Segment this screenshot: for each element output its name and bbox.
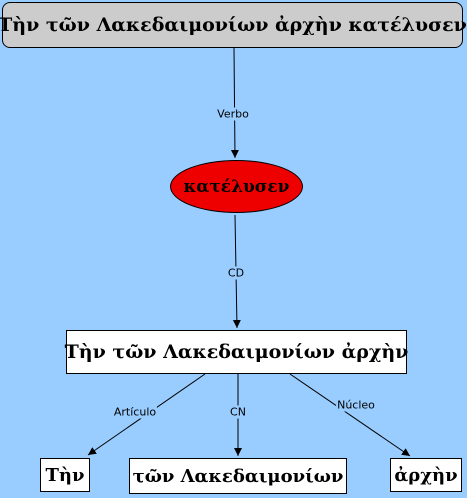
edge-label-cd: CD [226, 266, 246, 280]
node-article[interactable]: Τὴν [40, 458, 90, 492]
node-noun-complement[interactable]: τῶν Λακεδαιμονίων [129, 458, 347, 494]
edge-label-cn: CN [229, 405, 247, 419]
edge-label-nucleo: Núcleo [336, 398, 376, 412]
edge-label-articulo: Artículo [112, 405, 158, 419]
node-sentence[interactable]: Τὴν τῶν Λακεδαιμονίων ἀρχὴν κατέλυσεν [0, 2, 467, 48]
node-direct-object[interactable]: Τὴν τῶν Λακεδαιμονίων ἀρχὴν [65, 330, 408, 374]
node-nucleus[interactable]: ἀρχὴν [390, 458, 462, 492]
node-verb[interactable]: κατέλυσεν [170, 160, 303, 213]
edge-verbo [230, 47, 239, 159]
edge-label-verbo: Verbo [216, 107, 250, 121]
edge-nucleo [289, 373, 411, 457]
